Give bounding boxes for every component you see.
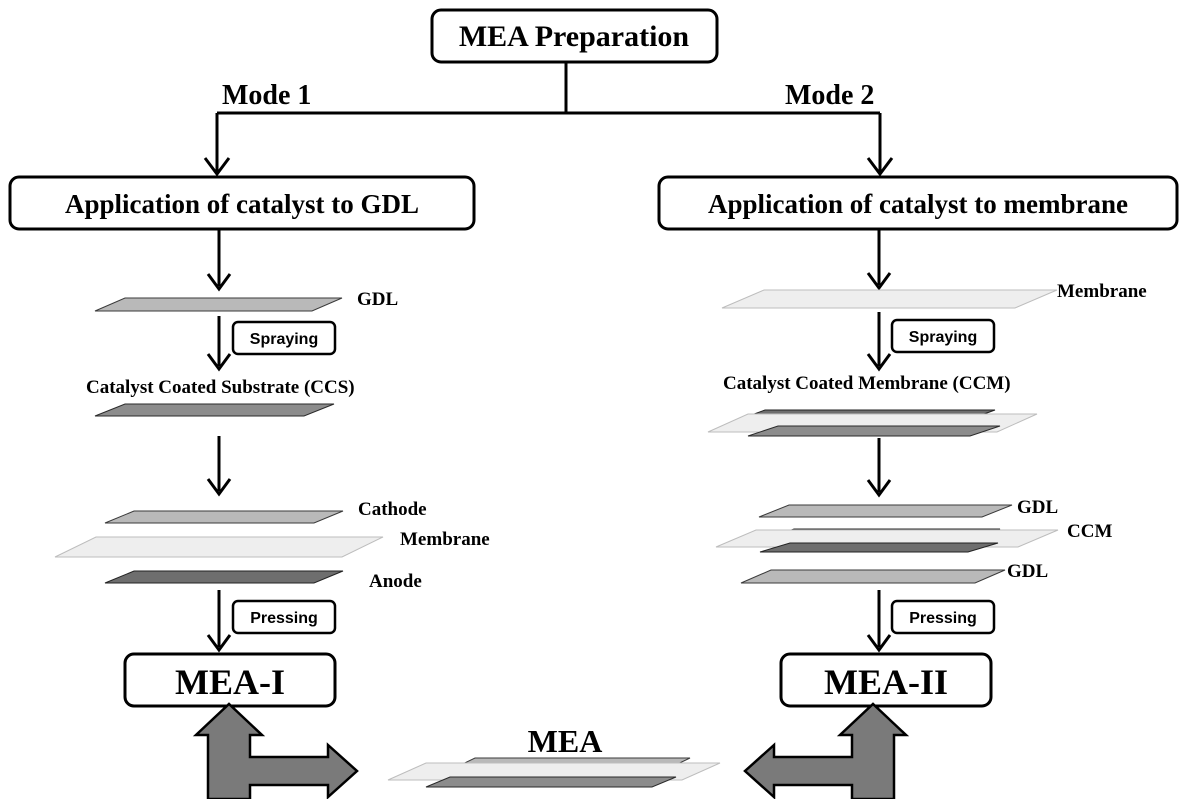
left-pressing-text: Pressing [250, 610, 318, 627]
right-gdl-top-sheet [758, 504, 1013, 518]
left-ccs-label: Catalyst Coated Substrate (CCS) [86, 377, 355, 398]
mode-2-label: Mode 2 [785, 80, 874, 111]
left-gdl-sheet [94, 297, 343, 312]
left-cathode-label: Cathode [358, 499, 427, 520]
left-arrowhead-4 [206, 634, 232, 653]
left-spraying-tag [231, 320, 337, 356]
left-application-box [8, 175, 476, 231]
right-gdl-top-label: GDL [1017, 497, 1058, 518]
right-pressing-text: Pressing [909, 610, 977, 627]
title-box: MEA Preparation [430, 8, 719, 64]
right-spraying-tag [890, 318, 996, 354]
left-membrane-label: Membrane [400, 529, 490, 550]
branch-right-arrowhead [866, 157, 894, 177]
right-ccm-stack-catalyst-bottom [759, 542, 999, 553]
mea-label: MEA [528, 723, 603, 759]
right-ccm-full-label: Catalyst Coated Membrane (CCM) [723, 373, 1011, 394]
right-gdl-bottom-sheet [740, 569, 1006, 584]
right-arrowhead-2 [866, 353, 892, 372]
title-box-frame [430, 8, 719, 64]
left-double-arrow [192, 702, 359, 801]
right-ccm-catalyst-bottom [747, 425, 1001, 437]
left-anode-label: Anode [369, 571, 422, 592]
mea-2-box [779, 652, 993, 708]
right-membrane-sheet [721, 289, 1058, 309]
bottom-section: MEA [192, 702, 910, 801]
mode-1-label: Mode 1 [222, 80, 311, 111]
right-arrowhead-1 [866, 272, 892, 291]
left-gdl-label: GDL [357, 289, 398, 310]
right-membrane-label: Membrane [1057, 281, 1147, 302]
right-arrowhead-3 [866, 479, 892, 498]
right-application-box [657, 175, 1179, 231]
left-anode-sheet [104, 570, 344, 584]
left-cathode-sheet [104, 510, 344, 524]
title-text: MEA Preparation [459, 20, 690, 53]
left-ccs-sheet [94, 403, 335, 417]
right-application-text: Application of catalyst to membrane [708, 189, 1128, 219]
left-membrane-sheet [54, 536, 384, 558]
right-ccm-label: CCM [1067, 521, 1112, 542]
right-pressing-tag [890, 599, 996, 635]
left-arrowhead-3 [206, 478, 232, 497]
right-spraying-text: Spraying [909, 329, 977, 346]
right-gdl-bottom-label: GDL [1007, 561, 1048, 582]
left-arrowhead-1 [206, 273, 232, 292]
right-arrowhead-4 [866, 634, 892, 653]
left-pressing-tag [231, 599, 337, 635]
mea-1-text: MEA-I [175, 662, 285, 702]
right-column: Application of catalyst to membrane Memb… [657, 175, 1179, 708]
left-arrowhead-2 [206, 353, 232, 372]
branch-left-arrowhead [203, 157, 231, 177]
right-double-arrow [743, 702, 910, 801]
left-spraying-text: Spraying [250, 331, 318, 348]
branch-connector [203, 62, 894, 177]
left-application-text: Application of catalyst to GDL [65, 189, 419, 219]
mea-2-text: MEA-II [824, 662, 948, 702]
left-column: Application of catalyst to GDL GDL Spray… [8, 175, 490, 708]
mea-gdl-bottom-sheet [425, 776, 677, 788]
